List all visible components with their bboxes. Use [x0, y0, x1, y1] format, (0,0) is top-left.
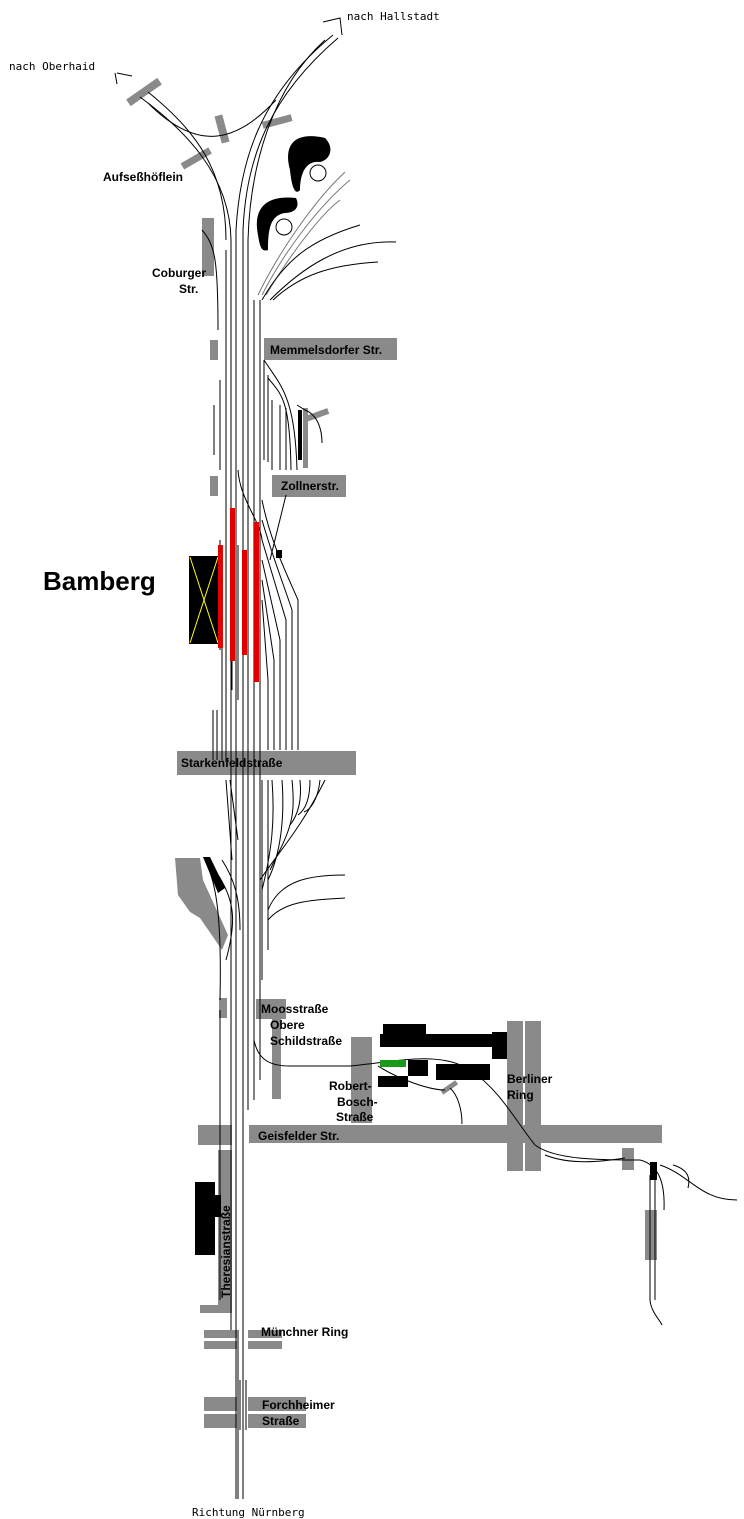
- label-obere-1: Obere: [270, 1018, 305, 1032]
- label-robert-2: Bosch-: [337, 1095, 378, 1109]
- label-berliner-2: Ring: [507, 1088, 534, 1102]
- industrial-buildings: [195, 1024, 657, 1255]
- label-berliner-1: Berliner: [507, 1072, 553, 1086]
- label-aufsesshoeflein: Aufseßhöflein: [103, 170, 183, 184]
- platform-3: [242, 550, 247, 655]
- road-zollner-w: [210, 476, 218, 496]
- road-forchheimer-w1: [204, 1397, 237, 1411]
- road-moos-w: [219, 998, 227, 1018]
- labels: nach Hallstadt nach Oberhaid Aufseßhöfle…: [9, 10, 553, 1519]
- label-memmelsdorfer: Memmelsdorfer Str.: [270, 343, 382, 357]
- road-coburger: [202, 218, 214, 276]
- road-forchheimer-e1: [248, 1397, 306, 1411]
- label-forchheimer-2: Straße: [262, 1414, 300, 1428]
- label-robert-3: Straße: [336, 1110, 374, 1124]
- road-moos: [256, 999, 286, 1019]
- road-small-diag: [440, 1080, 459, 1095]
- road-muenchner-w2: [204, 1341, 237, 1349]
- label-muenchner: Münchner Ring: [261, 1325, 348, 1339]
- road-muenchner-e2: [248, 1341, 282, 1349]
- roundhouse-north: [288, 136, 331, 192]
- road-mem-east-2: [303, 408, 308, 468]
- road-zollner: [272, 475, 346, 497]
- label-obere-2: Schildstraße: [270, 1034, 342, 1048]
- road-coburger-2: [210, 340, 218, 360]
- road-muenchner-e1: [248, 1330, 282, 1338]
- road-oberhaid-bridge: [126, 77, 162, 107]
- label-coburger-2: Str.: [179, 282, 198, 296]
- road-forchheimer-w2: [204, 1414, 237, 1428]
- label-nach-oberhaid: nach Oberhaid: [9, 60, 95, 73]
- label-coburger-1: Coburger: [152, 266, 206, 280]
- road-obere-vert: [272, 1015, 281, 1099]
- bamberg-station: [189, 410, 302, 893]
- roundhouse-south: [256, 197, 298, 251]
- road-se-vert: [645, 1210, 657, 1260]
- road-geis-east: [622, 1148, 634, 1170]
- road-mem-east: [304, 408, 330, 422]
- label-starkenfeld: Starkenfeldstraße: [181, 756, 283, 770]
- tracks: [114, 17, 738, 1499]
- road-starkenfeld: [177, 751, 356, 775]
- label-geisfelder: Geisfelder Str.: [258, 1129, 339, 1143]
- road-theresien-foot: [200, 1305, 232, 1313]
- road-theresien: [218, 1150, 232, 1308]
- label-moos: Moosstraße: [261, 1002, 329, 1016]
- label-nach-hallstadt: nach Hallstadt: [347, 10, 440, 23]
- label-bamberg: Bamberg: [43, 566, 156, 596]
- road-north-bridge-1: [214, 114, 230, 144]
- road-forchheimer-e2: [248, 1414, 306, 1428]
- label-robert-1: Robert-: [329, 1079, 372, 1093]
- platform-4: [254, 522, 259, 682]
- road-robertbosch: [351, 1037, 372, 1123]
- road-geisfelder-w: [198, 1125, 232, 1145]
- roundhouses: [256, 136, 331, 251]
- platform-2: [230, 508, 235, 661]
- platform-1: [218, 545, 223, 648]
- road-muenchner-w1: [204, 1330, 237, 1338]
- road-west-loop: [175, 858, 228, 950]
- label-zollner: Zollnerstr.: [281, 479, 339, 493]
- label-forchheimer-1: Forchheimer: [262, 1398, 335, 1412]
- label-richtung-nuernberg: Richtung Nürnberg: [192, 1506, 305, 1519]
- label-theresien: Theresianstraße: [219, 1205, 233, 1298]
- road-geisfelder: [249, 1125, 662, 1143]
- road-memmelsdorfer: [264, 338, 397, 360]
- road-north-bridge-2: [261, 114, 293, 129]
- roads: [126, 77, 662, 1428]
